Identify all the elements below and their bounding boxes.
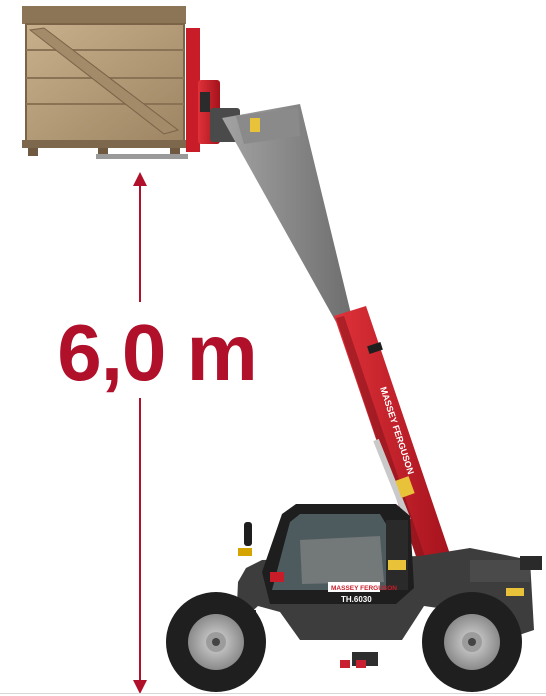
cab-badge-text: MASSEY FERGUSON — [331, 585, 397, 592]
rear-wheel — [422, 592, 522, 692]
arrow-up-icon — [133, 172, 147, 186]
model-text: TH.6030 — [341, 595, 372, 604]
front-wheel — [166, 592, 266, 692]
wooden-crate — [22, 6, 188, 156]
fork-carriage — [186, 28, 240, 152]
lift-height-label: 6,0 m — [57, 308, 258, 397]
forks — [96, 154, 188, 159]
height-dimension-arrow — [133, 172, 147, 694]
operator-cab: MASSEY FERGUSON TH.6030 — [238, 504, 414, 604]
ground-line — [0, 693, 546, 694]
arrow-down-icon — [133, 680, 147, 694]
